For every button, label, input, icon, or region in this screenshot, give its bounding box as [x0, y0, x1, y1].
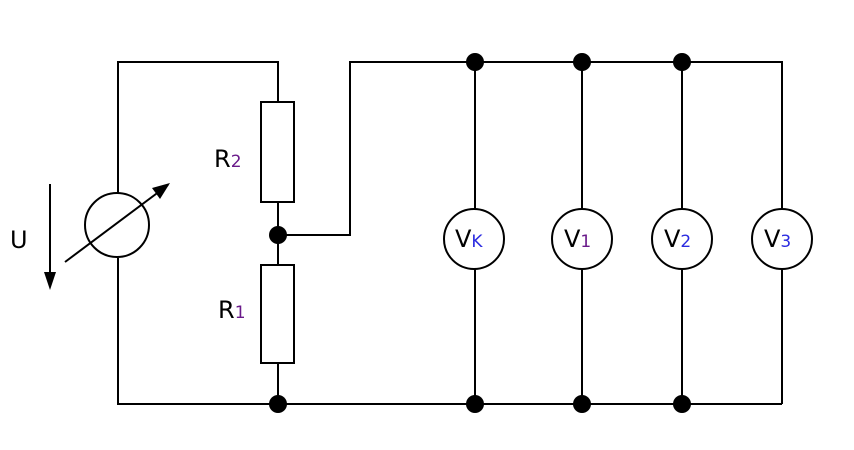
voltmeter-icon: [751, 208, 813, 270]
resistor-icon: [260, 264, 295, 364]
voltmeter-v2-label: V2: [664, 225, 691, 253]
junction-dot-icon: [269, 226, 287, 244]
resistor-r1: R1: [218, 264, 295, 364]
voltmeter-v3-label: V3: [764, 225, 791, 253]
junction-dot-icon: [269, 395, 287, 413]
variable-voltage-source-icon: [84, 192, 150, 258]
wire-source-bottom: [117, 258, 782, 405]
wires: [117, 61, 783, 405]
wire-source-top: [117, 61, 279, 193]
voltmeter-vk-label: VK: [455, 225, 483, 253]
resistor-icon: [260, 101, 295, 203]
voltmeter-v3: V3: [751, 208, 813, 270]
source-label: U: [10, 226, 28, 254]
voltage-arrow-head-icon: [44, 272, 56, 290]
variable-voltage-source: U: [10, 183, 170, 290]
junction-dot-icon: [466, 395, 484, 413]
junction-dot-icon: [573, 395, 591, 413]
resistor-r2-label: R2: [214, 145, 242, 173]
voltmeter-vk: VK: [443, 208, 505, 270]
variable-arrow-shaft: [64, 184, 169, 263]
junction-dot-icon: [673, 395, 691, 413]
resistor-r2: R2: [214, 101, 295, 203]
junctions: [269, 53, 691, 413]
variable-arrow-head-icon: [152, 183, 170, 199]
voltmeter-icon: [443, 208, 505, 270]
voltmeter-v1-label: V1: [564, 225, 591, 253]
resistor-r1-label: R1: [218, 296, 246, 324]
junction-dot-icon: [466, 53, 484, 71]
wire-tap: [278, 61, 783, 236]
junction-dot-icon: [673, 53, 691, 71]
junction-dot-icon: [573, 53, 591, 71]
voltmeter-v2: V2: [651, 208, 713, 270]
voltmeter-icon: [651, 208, 713, 270]
voltmeter-icon: [551, 208, 613, 270]
voltmeter-v1: V1: [551, 208, 613, 270]
